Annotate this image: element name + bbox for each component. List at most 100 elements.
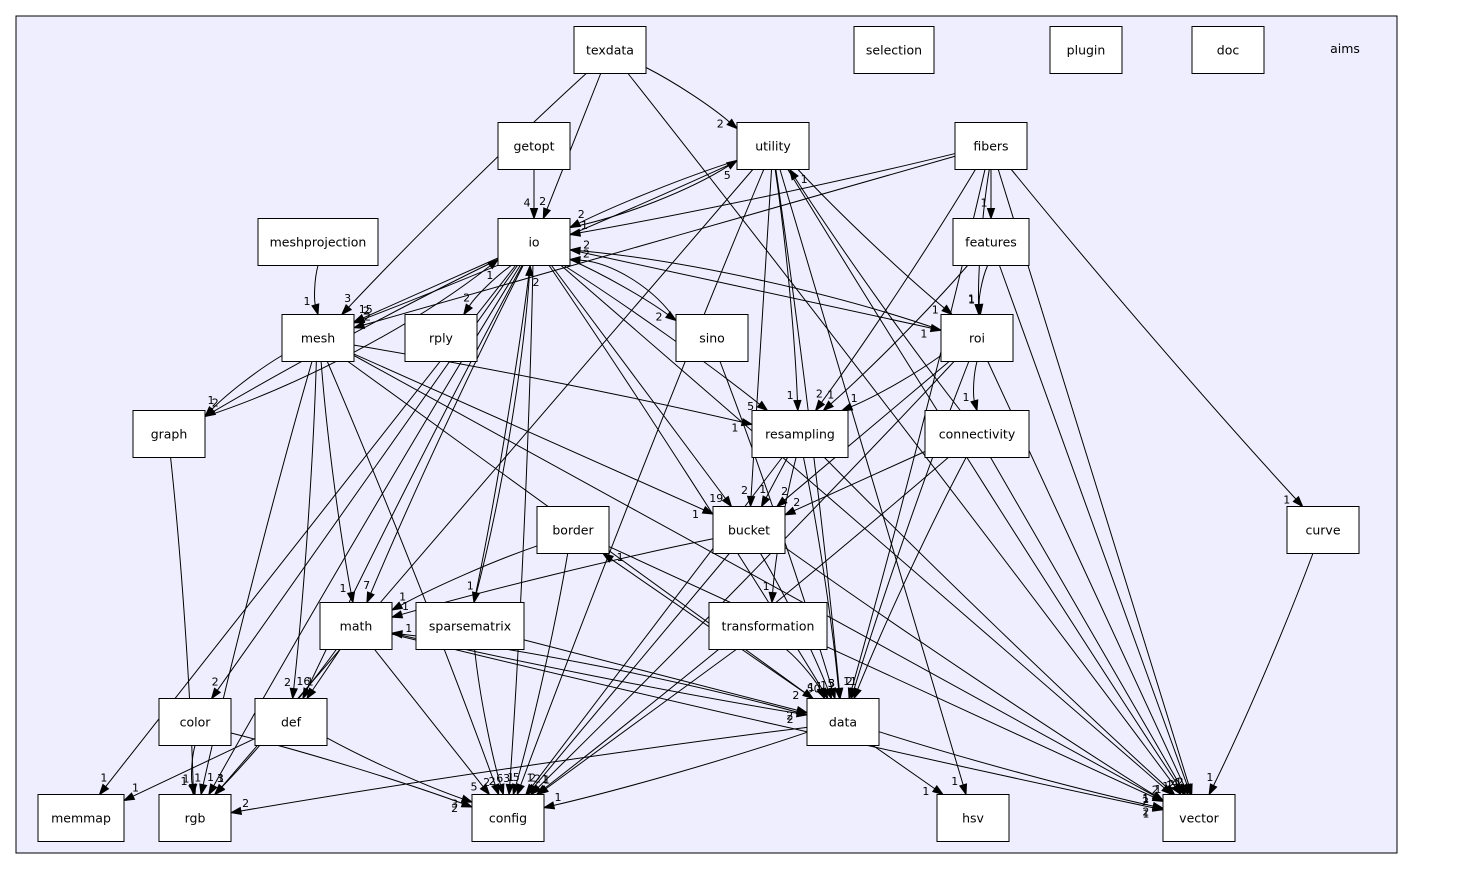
edge-io-to-bucket (551, 265, 726, 499)
node-utility[interactable]: utility (736, 122, 810, 170)
node-box-meshprojection[interactable] (257, 218, 379, 266)
node-texdata[interactable]: texdata (573, 26, 647, 74)
node-box-features[interactable] (952, 218, 1030, 266)
node-box-bucket[interactable] (712, 506, 786, 554)
edge-label-connectivity-to-vector: 2 (1168, 778, 1175, 791)
node-sparsematrix[interactable]: sparsematrix (415, 602, 525, 650)
node-bucket[interactable]: bucket (712, 506, 786, 554)
node-box-curve[interactable] (1286, 506, 1360, 554)
node-rply[interactable]: rply (404, 314, 478, 362)
node-sino[interactable]: sino (675, 314, 749, 362)
edge-arrowhead-fibers-to-mesh (352, 320, 366, 329)
edge-arrowhead-connectivity-to-bucket (783, 506, 797, 516)
node-box-fibers[interactable] (954, 122, 1028, 170)
node-box-transformation[interactable] (708, 602, 828, 650)
node-box-vector[interactable] (1162, 794, 1236, 842)
edge-arrowhead-fibers-to-io (568, 228, 582, 237)
node-transformation[interactable]: transformation (708, 602, 828, 650)
edge-label-resampling-to-bucket: 1 (759, 483, 766, 496)
node-color[interactable]: color (158, 698, 232, 746)
node-def[interactable]: def (254, 698, 328, 746)
node-box-plugin[interactable] (1049, 26, 1123, 74)
node-box-io[interactable] (497, 218, 571, 266)
edge-label-utility-to-data: 3 (828, 677, 835, 690)
node-box-graph[interactable] (132, 410, 206, 458)
node-box-memmap[interactable] (37, 794, 125, 842)
edge-io-to-math (370, 265, 524, 594)
edge-io-to-config (509, 265, 534, 785)
node-border[interactable]: border (536, 506, 610, 554)
node-box-connectivity[interactable] (924, 410, 1030, 458)
node-box-config[interactable] (471, 794, 545, 842)
node-label-curve: curve (1305, 523, 1340, 538)
node-label-config: config (489, 811, 527, 826)
node-config[interactable]: config (471, 794, 545, 842)
edge-label-resampling-to-vector: 1 (1155, 783, 1162, 796)
node-label-border: border (552, 523, 594, 538)
edge-label-mesh-to-vector: 1 (1142, 793, 1149, 806)
edge-label-border-to-config: 1 (507, 771, 514, 784)
edge-label-roi-to-resampling: 1 (851, 392, 858, 405)
edge-fibers-to-mesh (363, 155, 956, 326)
edge-arrowhead-mesh-to-graph (203, 406, 216, 418)
node-fibers[interactable]: fibers (954, 122, 1028, 170)
node-selection[interactable]: selection (853, 26, 935, 74)
node-box-rply[interactable] (404, 314, 478, 362)
node-math[interactable]: math (319, 602, 393, 650)
node-box-texdata[interactable] (573, 26, 647, 74)
node-features[interactable]: features (952, 218, 1030, 266)
node-rgb[interactable]: rgb (158, 794, 232, 842)
node-roi[interactable]: roi (940, 314, 1014, 362)
node-box-mesh[interactable] (281, 314, 355, 362)
edge-features-to-roi (978, 265, 989, 305)
node-label-vector: vector (1179, 811, 1220, 826)
node-box-rgb[interactable] (158, 794, 232, 842)
node-memmap[interactable]: memmap (37, 794, 125, 842)
edge-utility-to-io (578, 159, 738, 224)
edge-io-to-mesh (362, 257, 499, 319)
node-box-getopt[interactable] (497, 122, 571, 170)
node-vector[interactable]: vector (1162, 794, 1236, 842)
node-box-def[interactable] (254, 698, 328, 746)
node-resampling[interactable]: resampling (751, 410, 849, 458)
edge-label-resampling-to-data: 5 (828, 677, 835, 690)
edge-label-mesh-to-bucket: 1 (692, 508, 699, 521)
edge-label-mesh-to-math: 1 (340, 582, 347, 595)
node-box-sparsematrix[interactable] (415, 602, 525, 650)
node-io[interactable]: io (497, 218, 571, 266)
node-box-math[interactable] (319, 602, 393, 650)
node-plugin[interactable]: plugin (1049, 26, 1123, 74)
edge-arrowhead-bucket-to-config (526, 783, 538, 796)
node-box-roi[interactable] (940, 314, 1014, 362)
aims-cluster-label: aims (1330, 41, 1360, 56)
node-box-hsv[interactable] (936, 794, 1010, 842)
node-label-data: data (829, 715, 857, 730)
node-box-selection[interactable] (853, 26, 935, 74)
edge-label-data-to-hsv: 1 (922, 785, 929, 798)
node-box-doc[interactable] (1191, 26, 1265, 74)
edge-label-io-to-vector: 2 (1152, 783, 1159, 796)
edge-def-to-memmap (132, 738, 256, 797)
edge-io-to-rply (468, 265, 512, 307)
node-box-sino[interactable] (675, 314, 749, 362)
edge-arrowhead-bucket-to-math (390, 610, 404, 619)
edge-label-sparsematrix-to-io: 2 (532, 276, 539, 289)
edge-label-sparsematrix-to-config: 2 (489, 775, 496, 788)
node-hsv[interactable]: hsv (936, 794, 1010, 842)
node-doc[interactable]: doc (1191, 26, 1265, 74)
node-box-border[interactable] (536, 506, 610, 554)
node-data[interactable]: data (806, 698, 880, 746)
edge-label-utility-to-rgb: 3 (217, 772, 224, 785)
edge-label-io-to-config: 63 (496, 772, 510, 785)
node-graph[interactable]: graph (132, 410, 206, 458)
node-meshprojection[interactable]: meshprojection (257, 218, 379, 266)
edge-features-to-resampling (830, 265, 968, 405)
node-curve[interactable]: curve (1286, 506, 1360, 554)
node-box-resampling[interactable] (751, 410, 849, 458)
node-box-data[interactable] (806, 698, 880, 746)
node-box-color[interactable] (158, 698, 232, 746)
node-mesh[interactable]: mesh (281, 314, 355, 362)
node-connectivity[interactable]: connectivity (924, 410, 1030, 458)
node-box-utility[interactable] (736, 122, 810, 170)
node-getopt[interactable]: getopt (497, 122, 571, 170)
